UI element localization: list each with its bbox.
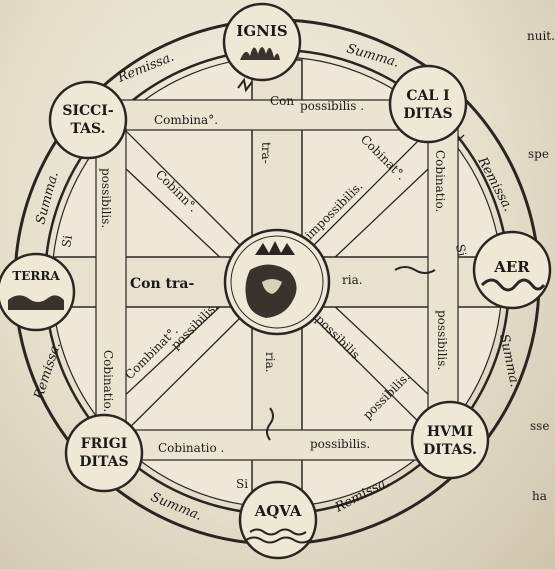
caliditas-line-1: CAL I <box>406 88 449 104</box>
spoke-contraria-v-1: Con <box>270 94 294 108</box>
caliditas-line-2: DITAS <box>403 106 452 122</box>
frigiditas-medallion: FRIGI DITAS <box>64 413 144 493</box>
flourish-bottom-icon <box>266 407 274 441</box>
aer-label: AER <box>493 258 530 276</box>
humiditas-line-2: DITAS. <box>423 442 477 458</box>
faded-text-4: ha <box>532 489 547 503</box>
flourish-right-icon <box>394 266 436 274</box>
aer-medallion: AER <box>472 230 552 310</box>
faded-text-1: nuit. <box>527 29 555 43</box>
caliditas-medallion: CAL I DITAS <box>388 64 468 144</box>
siccitas-line-2: TAS. <box>71 121 106 137</box>
siccitas-medallion: SICCI- TAS. <box>48 80 128 160</box>
spoke-contraria-h-2: ria. <box>342 273 363 287</box>
rim-remissa-left: Remissa. <box>31 340 64 402</box>
terra-medallion: TERRA <box>0 252 76 332</box>
spoke-contraria-v-3: ria. <box>263 352 277 373</box>
faded-text-3: sse <box>530 419 549 433</box>
humiditas-medallion: HVMI DITAS. <box>410 400 490 480</box>
spoke-possibilis-bottom: possibilis. <box>310 437 370 451</box>
spoke-si-left: Si <box>59 234 75 248</box>
aqva-medallion: AQVA <box>238 480 318 560</box>
faded-text-2: spe <box>528 147 549 161</box>
humiditas-line-1: HVMI <box>427 424 473 440</box>
spoke-combinatio-top: Combina°. <box>154 113 218 127</box>
spoke-possibilis-right: possibilis. <box>435 310 449 370</box>
crown-icon <box>255 241 295 255</box>
land-icon <box>8 295 64 310</box>
frigiditas-line-2: DITAS <box>79 454 128 470</box>
rim-summa-right: Summa. <box>496 333 522 389</box>
cloud-icon <box>480 278 546 292</box>
fire-icon <box>240 47 280 60</box>
aqva-label: AQVA <box>254 502 302 520</box>
siccitas-line-1: SICCI- <box>62 103 113 119</box>
spoke-possibilis-left: possibilis. <box>99 168 113 228</box>
square-bands <box>95 99 459 461</box>
terra-label: TERRA <box>12 269 60 283</box>
spoke-possibilis-top: possibilis . <box>300 99 364 113</box>
spoke-si-right: Si <box>453 243 469 257</box>
rim-summa-bottom-left: Summa. <box>149 490 205 524</box>
spoke-contraria-h-1: Con tra- <box>130 276 194 292</box>
water-icon <box>249 528 307 536</box>
spoke-contraria-v-2: tra- <box>259 142 273 164</box>
spoke-combinatio-right: Cobinatio. <box>433 150 447 212</box>
spoke-si-bottom: Si <box>236 477 248 491</box>
frigiditas-line-1: FRIGI <box>81 436 128 452</box>
center-medallion <box>223 228 331 336</box>
spoke-combinatio-left: Cobinatio. <box>101 350 115 412</box>
ignis-medallion: IGNIS <box>222 2 302 82</box>
flourish-top-icon <box>237 77 253 93</box>
ignis-label: IGNIS <box>236 22 287 40</box>
spoke-combinatio-bottom: Cobinatio . <box>158 441 224 455</box>
